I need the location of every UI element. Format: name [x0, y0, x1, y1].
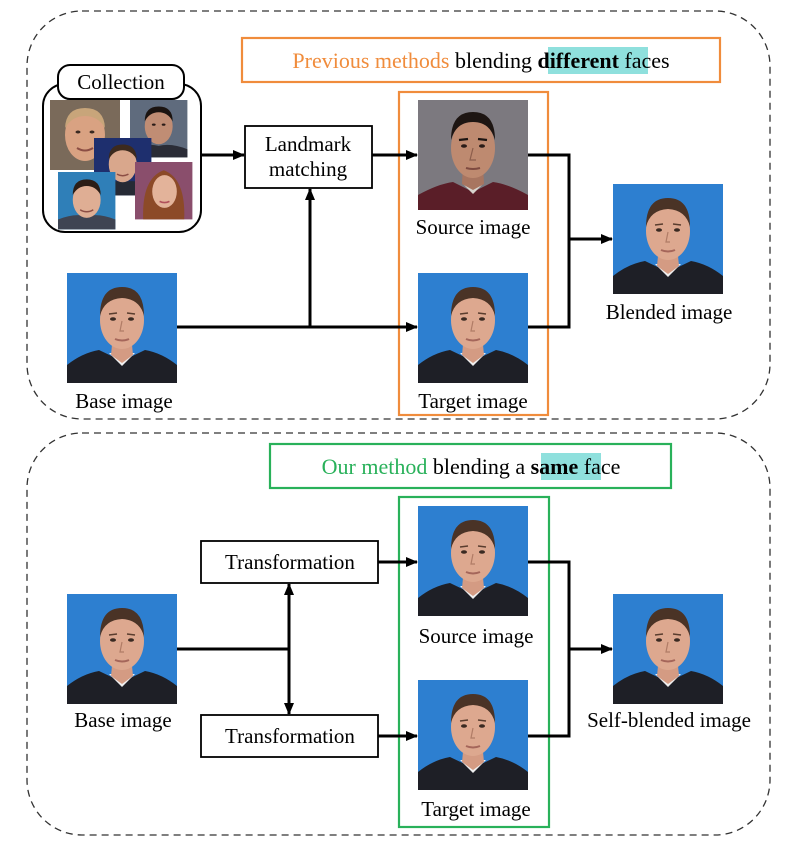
- bottom-title-middle: blending a: [427, 454, 530, 479]
- top-title-middle: blending: [449, 48, 537, 73]
- transformation-top-label: Transformation: [225, 550, 355, 574]
- top-title-highlight: [548, 47, 648, 74]
- top-blended-label: Blended image: [606, 300, 733, 324]
- landmark-line1: Landmark: [265, 132, 352, 156]
- top-blended-image: [612, 183, 724, 295]
- top-target-image: [417, 272, 529, 384]
- top-title-box: [240, 36, 722, 84]
- bottom-title: Our method blending a same face: [322, 454, 621, 479]
- line-source-to-merge: [528, 153, 571, 329]
- transformation-top-box: [200, 540, 379, 584]
- top-source-label: Source image: [416, 215, 531, 239]
- collection-label: Collection: [77, 70, 165, 94]
- landmark-line2: matching: [269, 157, 348, 181]
- landmark-matching-box: [244, 125, 373, 189]
- top-target-label: Target image: [418, 389, 528, 413]
- top-source-target-frame: [397, 90, 550, 417]
- bottom-blended-image: [612, 593, 724, 705]
- bottom-panel: Our method blending a same face Transfor…: [26, 432, 771, 836]
- top-title: Previous methods blending different face…: [292, 48, 669, 73]
- bottom-target-image: [417, 679, 529, 791]
- collection-face-4: [57, 171, 117, 231]
- bottom-source-image: [417, 505, 529, 617]
- bottom-title-emphasis: same: [531, 454, 579, 479]
- collection-face-5: [134, 161, 194, 221]
- bottom-target-label: Target image: [421, 797, 531, 821]
- bottom-source-target-frame: [397, 495, 551, 829]
- top-arrows: [177, 150, 613, 332]
- bottom-panel-border: [26, 432, 771, 836]
- collection-label-box: [57, 64, 185, 100]
- transformation-bottom-box: [200, 714, 379, 758]
- bottom-title-box: [268, 442, 673, 490]
- bottom-title-highlight: [541, 453, 601, 480]
- bottom-base-image: [66, 593, 178, 705]
- bottom-title-suffix: face: [578, 454, 620, 479]
- top-base-image: [66, 272, 178, 384]
- top-title-prefix: Previous methods: [292, 48, 449, 73]
- bottom-source-label: Source image: [419, 624, 534, 648]
- top-title-emphasis: different: [537, 48, 619, 73]
- transformation-bottom-label: Transformation: [225, 724, 355, 748]
- bottom-arrows: [177, 557, 613, 741]
- top-panel: Previous methods blending different face…: [26, 10, 771, 420]
- bottom-blended-label: Self-blended image: [587, 708, 751, 732]
- top-source-image: [416, 98, 530, 212]
- bottom-base-label: Base image: [74, 708, 171, 732]
- top-panel-border: [26, 10, 771, 420]
- top-title-suffix: faces: [619, 48, 670, 73]
- top-base-label: Base image: [75, 389, 172, 413]
- bottom-title-prefix: Our method: [322, 454, 428, 479]
